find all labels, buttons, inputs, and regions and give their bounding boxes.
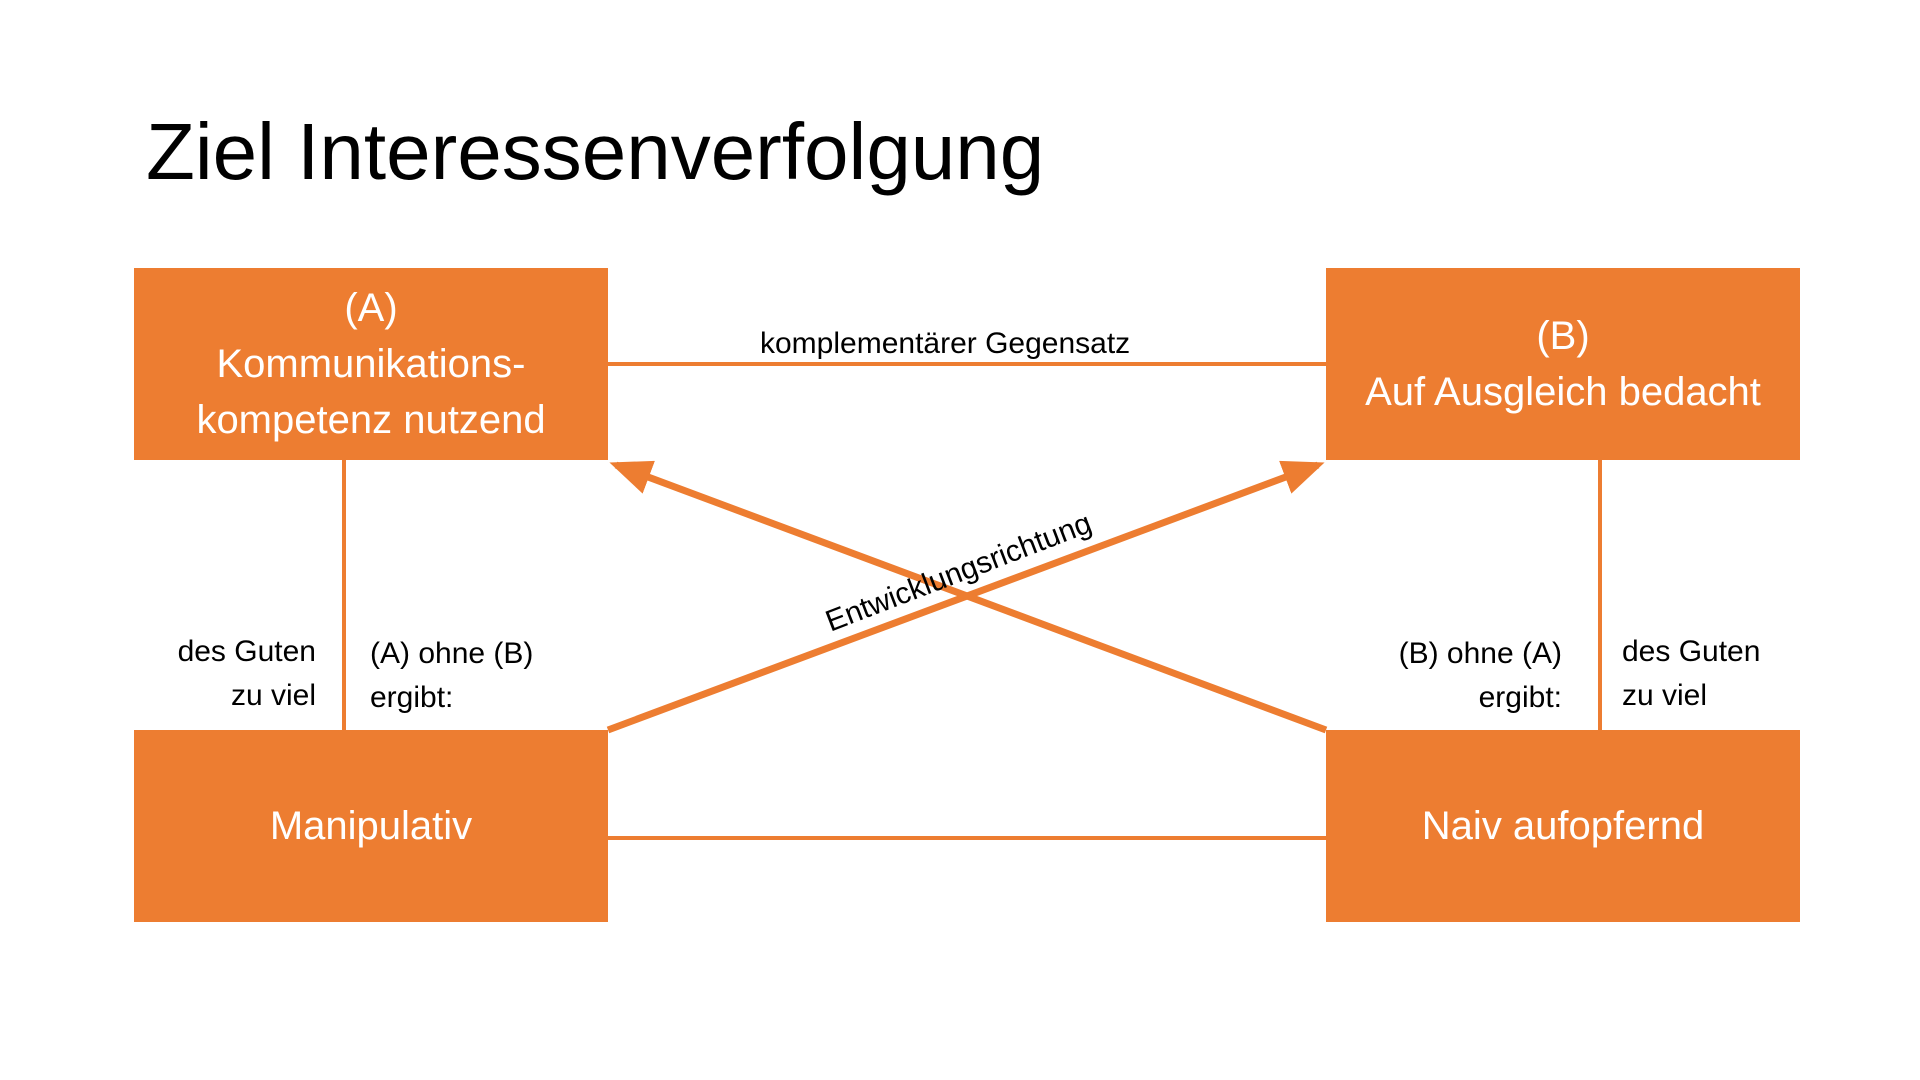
box-manipulativ-label: Manipulativ	[269, 804, 473, 848]
b-ohne-a-label: (B) ohne (A) ergibt:	[1399, 632, 1562, 719]
entwicklungsrichtung-label: Entwicklungsrichtung	[821, 506, 1097, 639]
box-naiv-aufopfernd: Naiv aufopfernd	[1326, 730, 1800, 922]
box-a-line1: (A)	[344, 286, 398, 330]
page-title: Ziel Interessenverfolgung	[146, 107, 1045, 196]
box-naiv-label: Naiv aufopfernd	[1421, 804, 1705, 848]
des-guten-left-line2: zu viel	[230, 678, 316, 712]
box-a-kommunikationskompetenz: (A) Kommunikations- kompetenz nutzend	[134, 268, 608, 460]
box-manipulativ: Manipulativ	[134, 730, 608, 922]
box-b-line1: (B)	[1536, 314, 1590, 358]
box-b-line2: Auf Ausgleich bedacht	[1365, 370, 1761, 414]
b-ohne-a-line1: (B) ohne (A)	[1398, 637, 1562, 670]
arrow-manipulativ-to-b	[606, 460, 1325, 734]
des-guten-left-line1: des Guten	[177, 635, 316, 668]
a-ohne-b-label: (A) ohne (B) ergibt:	[370, 632, 533, 719]
b-ohne-a-line2: ergibt:	[1478, 680, 1562, 714]
des-guten-right-line2: zu viel	[1622, 678, 1708, 712]
box-a-line2: Kommunikations-	[216, 342, 526, 386]
des-guten-right-line1: des Guten	[1622, 635, 1761, 668]
des-guten-left-label: des Guten zu viel	[178, 630, 316, 717]
box-b-ausgleich: (B) Auf Ausgleich bedacht	[1326, 268, 1800, 460]
des-guten-right-label: des Guten zu viel	[1622, 630, 1760, 717]
a-ohne-b-line1: (A) ohne (B)	[370, 637, 534, 670]
box-a-line3: kompetenz nutzend	[196, 398, 546, 442]
a-ohne-b-line2: ergibt:	[370, 680, 454, 714]
complementary-label: komplementärer Gegensatz	[760, 327, 1131, 360]
arrow-naiv-to-a	[609, 460, 1328, 734]
